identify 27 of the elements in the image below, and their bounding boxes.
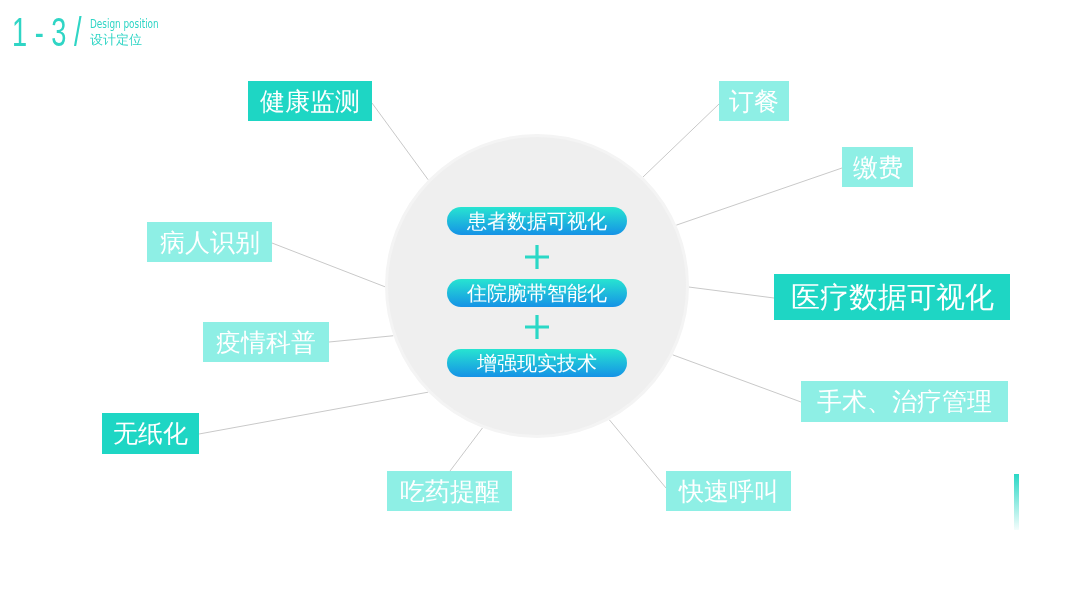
feature-tag: 快速呼叫 [666,471,791,511]
center-circle [385,134,689,438]
section-title: 设计定位 [90,33,142,46]
connector-line [675,167,843,226]
connector-line [449,427,484,472]
section-number: 1 - 3 / [12,12,82,52]
connector-line [371,102,429,181]
feature-pill: 住院腕带智能化 [447,279,627,307]
feature-tag: 吃药提醒 [387,471,512,511]
feature-tag: 订餐 [719,81,789,121]
feature-pill: 患者数据可视化 [447,207,627,235]
feature-tag: 健康监测 [248,81,372,121]
feature-tag: 医疗数据可视化 [774,274,1010,320]
connector-line [198,391,429,435]
feature-tag: 无纸化 [102,413,199,454]
connector-line [608,419,667,489]
connector-line [672,354,802,403]
feature-tag: 病人识别 [147,222,272,262]
feature-tag: 疫情科普 [203,322,329,362]
connector-line [271,242,386,288]
feature-tag: 缴费 [842,147,913,187]
feature-tag: 手术、治疗管理 [801,381,1008,422]
connector-line [688,286,775,299]
connector-line [642,103,720,178]
connector-line [328,335,394,343]
section-subtitle: Design position [90,18,159,30]
feature-pill: 增强现实技术 [447,349,627,377]
